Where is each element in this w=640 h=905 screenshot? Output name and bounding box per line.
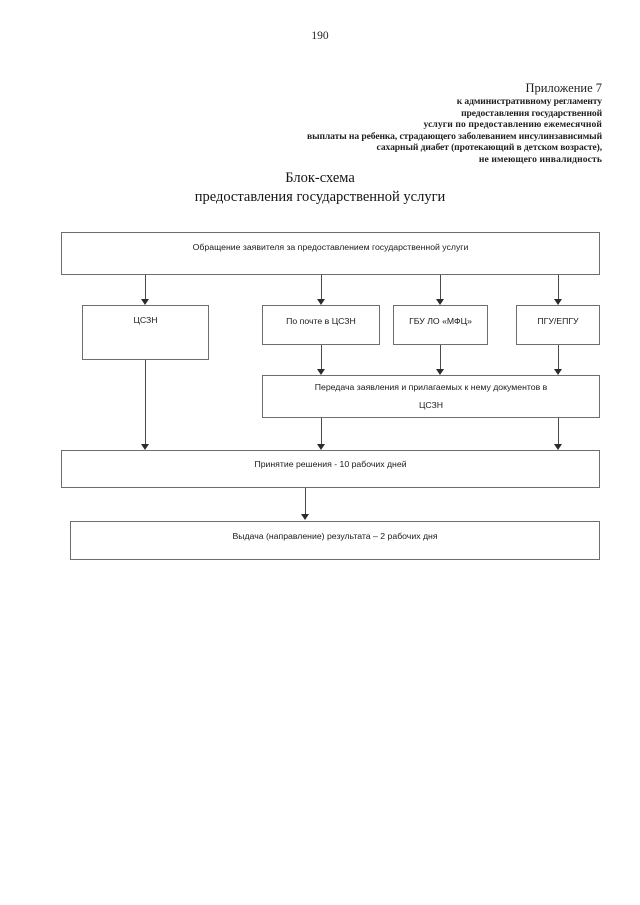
connector-decision-to-result xyxy=(305,488,306,514)
connector-mfc-to-transfer xyxy=(440,345,441,369)
connector-cszn-to-decision xyxy=(145,360,146,444)
appendix-line-3: услуги по предоставлению ежемесячной xyxy=(423,119,602,131)
appendix-header: Приложение 7 к административному регламе… xyxy=(250,81,602,166)
flow-node-cszn: ЦСЗН xyxy=(82,305,209,360)
flow-node-result: Выдача (направление) результата – 2 рабо… xyxy=(70,521,600,560)
appendix-line-2: предоставления государственной xyxy=(461,107,602,119)
flow-node-request: Обращение заявителя за предоставлением г… xyxy=(61,232,600,275)
connector-pgu-to-transfer xyxy=(558,345,559,369)
flow-node-transfer-label-1: Передача заявления и прилагаемых к нему … xyxy=(314,382,548,392)
document-title: Блок-схема предоставления государственно… xyxy=(0,169,640,207)
flow-node-transfer: Передача заявления и прилагаемых к нему … xyxy=(262,375,600,418)
appendix-line-6: не имеющего инвалидность xyxy=(478,153,602,165)
document-title-line-1: Блок-схема xyxy=(285,170,355,186)
appendix-line-1: к административному регламенту xyxy=(456,96,602,107)
connector-request-to-mfc xyxy=(440,275,441,299)
flow-node-cszn-label: ЦСЗН xyxy=(133,315,158,325)
flow-node-request-label: Обращение заявителя за предоставлением г… xyxy=(192,242,469,252)
flow-node-mail: По почте в ЦСЗН xyxy=(262,305,380,345)
connector-request-to-cszn xyxy=(145,275,146,299)
connector-transfer-to-decision-left xyxy=(321,418,322,444)
appendix-line-4: выплаты на ребенка, страдающего заболева… xyxy=(307,130,602,142)
connector-transfer-to-decision-right xyxy=(558,418,559,444)
flow-node-pgu-label: ПГУ/ЕПГУ xyxy=(537,316,579,326)
flow-node-transfer-label-2: ЦСЗН xyxy=(418,399,444,410)
page-number: 190 xyxy=(311,30,329,42)
document-title-line-2: предоставления государственной услуги xyxy=(194,189,446,205)
connector-mail-to-transfer xyxy=(321,345,322,369)
arrowhead-request-to-pgu xyxy=(554,299,562,305)
flow-node-decision: Принятие решения - 10 рабочих дней xyxy=(61,450,600,488)
arrowhead-cszn-to-decision xyxy=(141,444,149,450)
arrowhead-transfer-to-decision-right xyxy=(554,444,562,450)
arrowhead-request-to-cszn xyxy=(141,299,149,305)
arrowhead-mail-to-transfer xyxy=(317,369,325,375)
flow-node-mfc-label: ГБУ ЛО «МФЦ» xyxy=(409,316,472,326)
arrowhead-request-to-mfc xyxy=(436,299,444,305)
arrowhead-pgu-to-transfer xyxy=(554,369,562,375)
flow-node-mail-label: По почте в ЦСЗН xyxy=(286,316,356,326)
arrowhead-transfer-to-decision-left xyxy=(317,444,325,450)
arrowhead-request-to-mail xyxy=(317,299,325,305)
flow-node-pgu: ПГУ/ЕПГУ xyxy=(516,305,600,345)
appendix-title: Приложение 7 xyxy=(525,81,602,95)
flow-node-result-label: Выдача (направление) результата – 2 рабо… xyxy=(232,531,438,541)
flow-node-decision-label: Принятие решения - 10 рабочих дней xyxy=(254,459,407,469)
appendix-line-5: сахарный диабет (протекающий в детском в… xyxy=(376,142,603,154)
connector-request-to-pgu xyxy=(558,275,559,299)
connector-request-to-mail xyxy=(321,275,322,299)
arrowhead-decision-to-result xyxy=(301,514,309,520)
flow-node-mfc: ГБУ ЛО «МФЦ» xyxy=(393,305,488,345)
arrowhead-mfc-to-transfer xyxy=(436,369,444,375)
